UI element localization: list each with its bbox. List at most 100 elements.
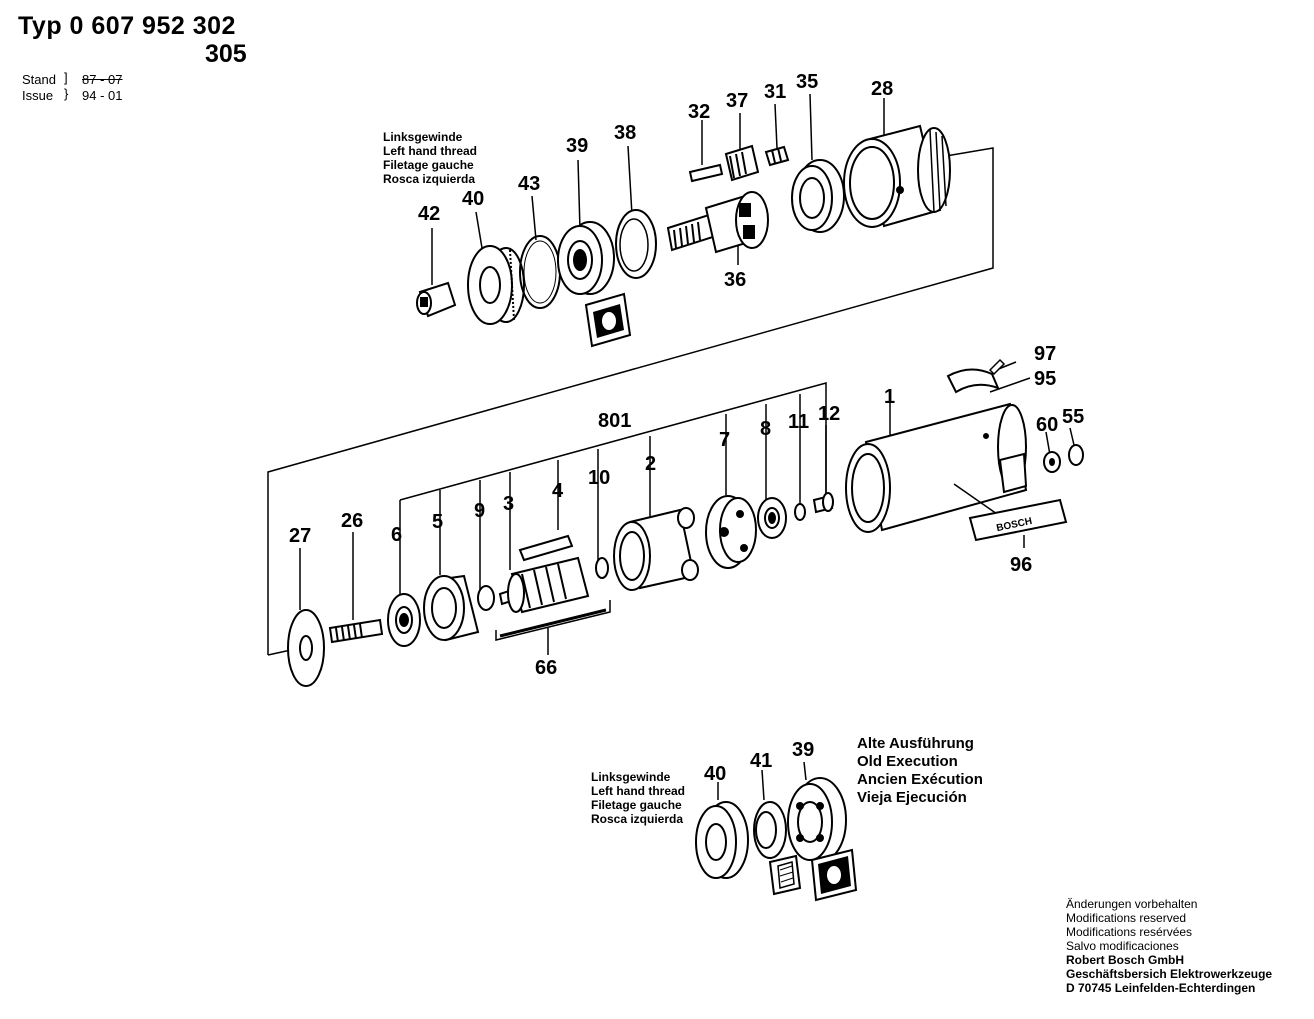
- old-detail-box-41: [768, 854, 802, 896]
- bracket-66: [495, 600, 611, 641]
- part-43-o-ring: [519, 235, 561, 309]
- old-execution-line: Ancien Exécution: [857, 771, 983, 788]
- part-label-97: 97: [1034, 343, 1056, 365]
- part-label-42: 42: [418, 203, 440, 225]
- thread-note-line: Rosca izquierda: [383, 172, 476, 186]
- part-5-bearing-housing: [423, 574, 480, 642]
- part-9-ring: [477, 585, 495, 611]
- part-label-old-41: 41: [750, 750, 772, 772]
- leader: [1045, 431, 1051, 456]
- part-label-39: 39: [566, 135, 588, 157]
- part-26-pinion-shaft: [328, 618, 384, 644]
- part-1-housing: [845, 402, 1028, 533]
- old-execution-note: Alte Ausführung Old Execution Ancien Exé…: [857, 735, 983, 807]
- part-label-37: 37: [726, 90, 748, 112]
- part-2-cylinder: [613, 507, 699, 591]
- part-label-60: 60: [1036, 414, 1058, 436]
- part-31-needle-cage: [764, 145, 790, 167]
- thread-note-line: Left hand thread: [383, 144, 478, 158]
- leader: [803, 761, 807, 781]
- footer-line: Modifications resérvées: [1066, 925, 1193, 939]
- stand-value: 87 - 07: [82, 72, 123, 87]
- part-28-housing: [843, 124, 951, 228]
- leader: [774, 103, 778, 149]
- part-label-old-39: 39: [792, 739, 814, 761]
- part-label-2: 2: [645, 453, 656, 475]
- stand-label: Stand: [22, 72, 56, 87]
- thread-note-top: Linksgewinde Left hand thread Filetage g…: [383, 130, 477, 186]
- part-label-31: 31: [764, 81, 786, 103]
- footer-line: Änderungen vorbehalten: [1066, 897, 1198, 911]
- footer-line: Salvo modificaciones: [1066, 939, 1179, 953]
- part-11-washer: [794, 503, 806, 521]
- part-39-old-bearing: [787, 777, 847, 863]
- thread-note-line: Filetage gauche: [591, 798, 682, 812]
- part-38-ring-inner: [619, 218, 649, 272]
- leader: [989, 377, 1031, 393]
- part-label-12: 12: [818, 403, 840, 425]
- part-label-old-40: 40: [704, 763, 726, 785]
- part-label-801: 801: [598, 410, 631, 432]
- frame-line-top: [267, 147, 994, 655]
- part-label-36: 36: [724, 269, 746, 291]
- part-label-32: 32: [688, 101, 710, 123]
- part-32-pin: [688, 163, 724, 183]
- part-40-threaded-ring: [467, 245, 525, 325]
- part-label-96: 96: [1010, 554, 1032, 576]
- part-label-55: 55: [1062, 406, 1084, 428]
- stand-brace: ]: [64, 70, 68, 85]
- part-label-8: 8: [760, 418, 771, 440]
- part-42-nut: [416, 281, 457, 318]
- leader: [761, 769, 765, 801]
- thread-note-bottom: Linksgewinde Left hand thread Filetage g…: [591, 770, 685, 826]
- part-10-ring: [595, 557, 609, 579]
- part-38-ring: [615, 209, 657, 279]
- part-label-4: 4: [552, 480, 564, 502]
- footer-company: Geschäftsbersich Elektrowerkzeuge: [1066, 967, 1273, 981]
- part-labels: 28 35 31 37 32 38 39 43 40 42 36 97 95 1…: [289, 71, 1084, 785]
- part-label-3: 3: [503, 493, 514, 515]
- part-35-bearing: [791, 159, 845, 233]
- part-4-vane: [518, 534, 574, 562]
- leader: [1069, 427, 1075, 446]
- leader: [531, 195, 537, 241]
- part-label-5: 5: [432, 511, 443, 533]
- part-3-rotor: [498, 556, 590, 614]
- old-execution-line: Alte Ausführung: [857, 735, 974, 752]
- part-label-10: 10: [588, 467, 610, 489]
- part-label-35: 35: [796, 71, 818, 93]
- part-66-rod: [499, 608, 607, 638]
- part-label-6: 6: [391, 524, 402, 546]
- frame-line-801: [399, 382, 827, 501]
- issue-brace: }: [64, 86, 69, 101]
- document-title-variant: 305: [205, 40, 247, 68]
- part-37-gear: [724, 144, 760, 182]
- part-55-circlip: [1068, 444, 1084, 466]
- leader: [577, 159, 581, 231]
- part-40-old-threaded-ring: [695, 801, 749, 879]
- old-detail-box-39: [810, 848, 858, 902]
- part-27-washer: [287, 609, 325, 687]
- part-label-9: 9: [474, 500, 485, 522]
- issue-label: Issue: [22, 88, 54, 103]
- part-label-7: 7: [719, 429, 730, 451]
- part-6-bearing: [387, 593, 421, 647]
- part-label-27: 27: [289, 525, 311, 547]
- part-label-28: 28: [871, 78, 893, 100]
- old-execution-line: Vieja Ejecución: [857, 789, 967, 806]
- bearing-detail-box: [584, 292, 632, 348]
- footer-company: D 70745 Leinfelden-Echterdingen: [1066, 981, 1256, 995]
- thread-note-line: Rosca izquierda: [591, 812, 684, 826]
- part-label-43: 43: [518, 173, 540, 195]
- part-97-rivet: [988, 358, 1006, 376]
- part-95-label: [946, 368, 1000, 394]
- part-60-ring-inner: [1049, 458, 1055, 466]
- part-7-end-plate: [705, 495, 757, 569]
- thread-note-line: Linksgewinde: [383, 130, 463, 144]
- part-8-bearing: [757, 497, 787, 539]
- part-41-old-ring: [753, 801, 787, 859]
- issue-value: 94 - 01: [82, 88, 123, 103]
- footer-line: Modifications reserved: [1066, 911, 1187, 925]
- part-label-40: 40: [462, 188, 484, 210]
